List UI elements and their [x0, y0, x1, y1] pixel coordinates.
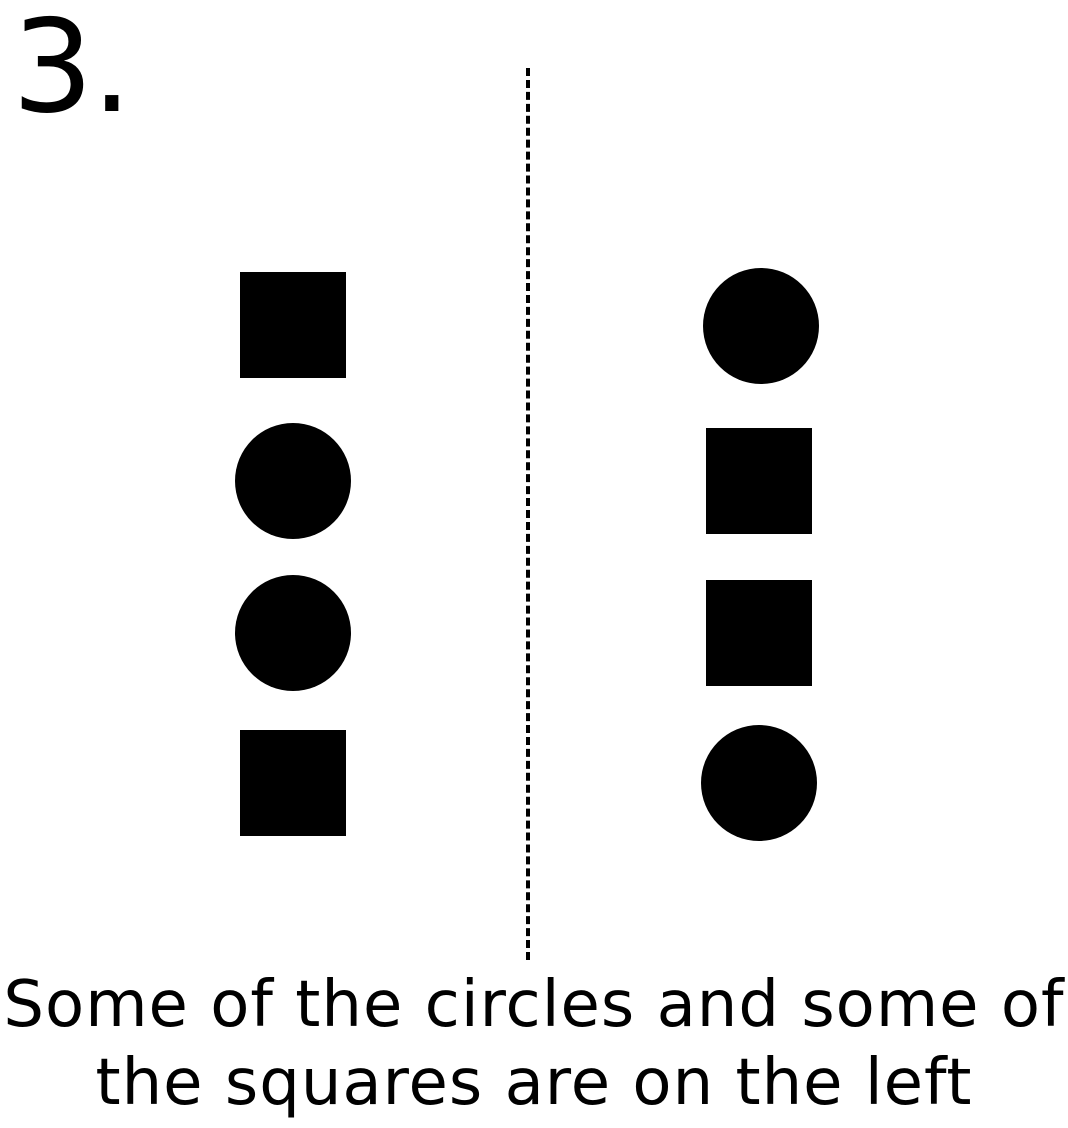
caption-line-2: the squares are on the left [95, 1046, 973, 1120]
right-shape-4 [701, 725, 817, 841]
item-number: 3. [12, 0, 132, 142]
right-shape-3 [706, 580, 812, 686]
right-shape-2 [706, 428, 812, 534]
left-shape-4 [240, 730, 346, 836]
caption-line-1: Some of the circles and some of [3, 968, 1065, 1042]
left-shape-1 [240, 272, 346, 378]
caption: Some of the circles and some of the squa… [0, 966, 1068, 1122]
divider-line [526, 68, 530, 960]
left-shape-3 [235, 575, 351, 691]
left-shape-2 [235, 423, 351, 539]
right-shape-1 [703, 268, 819, 384]
